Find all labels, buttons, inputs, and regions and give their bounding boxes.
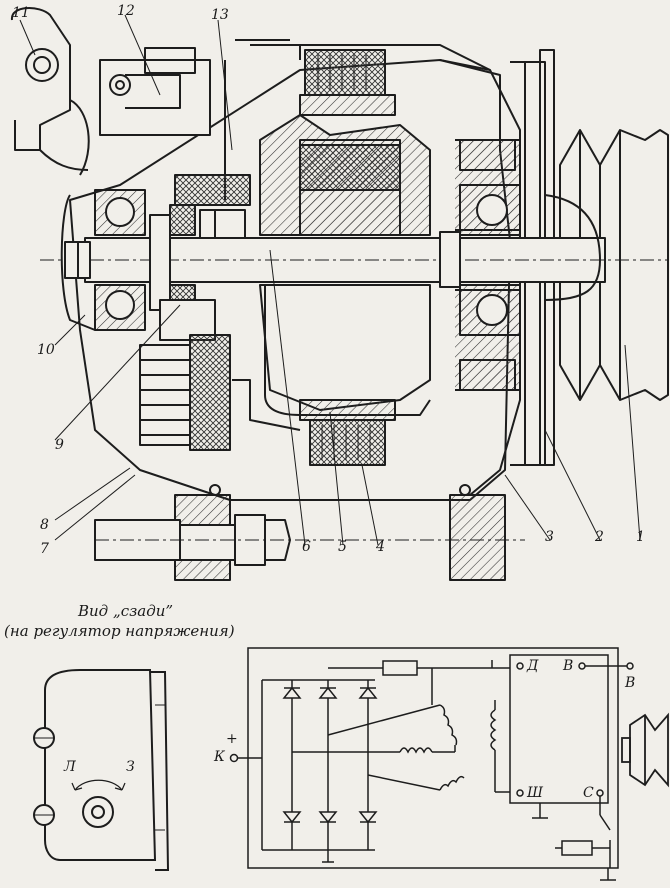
callout-12: 12 <box>117 3 135 19</box>
rotor-shaft <box>40 237 668 283</box>
slip-ring-end-bearing <box>94 189 196 331</box>
diode-top-2 <box>318 686 338 699</box>
callout-8: 8 <box>40 517 49 533</box>
mounting-feet <box>94 484 525 581</box>
callout-3: 3 <box>545 529 554 545</box>
diode-bottom-1 <box>282 811 302 824</box>
leader-lines <box>19 14 641 546</box>
terminal-d-label: Д <box>527 658 539 674</box>
view-caption-line2: (на регулятор напряжения) <box>4 622 235 640</box>
callout-11: 11 <box>12 5 30 21</box>
callout-2: 2 <box>595 529 604 545</box>
diode-top-1 <box>282 686 302 699</box>
callout-10: 10 <box>37 342 55 358</box>
brush-holder <box>159 174 251 341</box>
back-view <box>33 669 170 871</box>
callout-7: 7 <box>40 541 49 557</box>
back-view-mark-right: З <box>126 759 135 775</box>
diode-bottom-2 <box>318 811 338 824</box>
terminal-sh-label: Ш <box>527 785 543 801</box>
terminal-k-label: К <box>214 749 225 765</box>
voltage-regulator-assembly <box>11 7 211 176</box>
output-v-label: В <box>625 675 636 691</box>
callout-9: 9 <box>55 437 64 453</box>
drive-end-bearing <box>439 184 601 336</box>
view-caption-line1: Вид „сзади” <box>78 602 174 620</box>
back-view-mark-left: Л <box>64 759 76 775</box>
pulley-sketch <box>621 712 669 788</box>
callout-5: 5 <box>338 539 347 555</box>
terminal-s-label: С <box>583 785 594 801</box>
wiring-schematic <box>229 647 634 881</box>
field-winding <box>299 144 401 191</box>
callout-1: 1 <box>636 529 645 545</box>
slip-ring-cover <box>60 194 96 331</box>
diode-top-3 <box>358 686 378 699</box>
callout-4: 4 <box>376 539 385 555</box>
terminal-v-label: В <box>563 658 574 674</box>
rectifier-block <box>139 334 301 451</box>
regulator-box <box>509 654 609 804</box>
callout-13: 13 <box>211 7 229 23</box>
stator-core <box>299 49 396 466</box>
diode-bottom-3 <box>358 811 378 824</box>
callout-6: 6 <box>302 539 311 555</box>
plus-sign: + <box>226 731 238 747</box>
